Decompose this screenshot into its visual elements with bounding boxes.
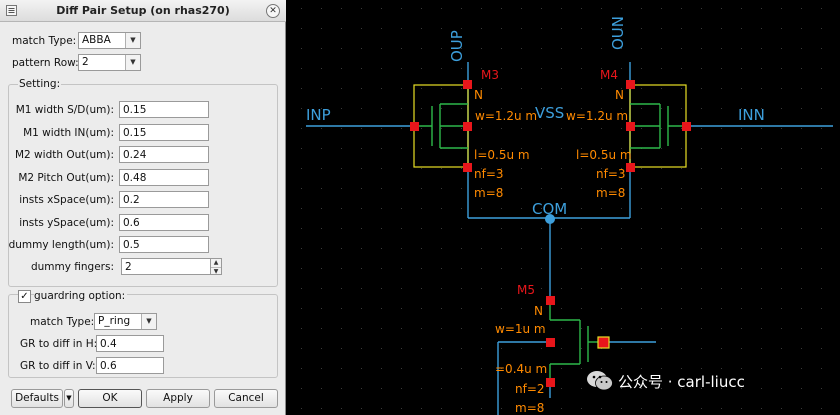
gr-v-label: GR to diff in V: — [20, 360, 96, 372]
grid — [301, 8, 822, 409]
gr-match-type-select[interactable]: P_ring ▼ — [94, 313, 157, 330]
canvas-background — [287, 0, 840, 415]
m4-name: M4 — [600, 68, 618, 82]
m1-width-in-input[interactable] — [119, 124, 209, 141]
m1-width-sd-label: M1 width S/D(um): — [15, 104, 114, 116]
schematic-canvas[interactable]: INP INN VSS COM OUP OUN M3 N w=1.2u m l=… — [287, 0, 840, 415]
pattern-row-label: pattern Row: — [12, 57, 79, 69]
insts-yspace-input[interactable] — [119, 214, 209, 231]
window-title: Diff Pair Setup (on rhas270) — [56, 4, 230, 17]
insts-xspace-label: insts xSpace(um): — [19, 194, 114, 206]
pattern-row-value: 2 — [82, 56, 89, 68]
m5-width: w=1u m — [495, 322, 546, 336]
m5-transistor-symbol — [549, 300, 604, 382]
m4-type: N — [615, 88, 624, 102]
spin-up-icon[interactable]: ▲ — [213, 259, 219, 266]
match-type-value: ABBA — [82, 34, 111, 46]
m4-source-pin — [626, 163, 635, 172]
gr-v-input[interactable] — [96, 357, 164, 374]
guardring-checkbox[interactable]: ✓ — [18, 290, 31, 303]
m4-drain-pin — [626, 80, 635, 89]
gr-h-input[interactable] — [96, 335, 164, 352]
gr-match-type-value: P_ring — [98, 315, 131, 327]
net-label-oup: OUP — [448, 30, 466, 62]
m2-pitch-out-input[interactable] — [119, 169, 209, 186]
m4-body-pin — [626, 122, 635, 131]
pins[interactable] — [410, 80, 691, 387]
m5-drain-pin — [546, 296, 555, 305]
m5-length: =0.4u m — [495, 362, 547, 376]
net-label-com: COM — [532, 200, 567, 218]
chevron-down-icon[interactable]: ▼ — [125, 55, 140, 70]
spin-down-icon[interactable]: ▼ — [211, 267, 221, 275]
m5-type: N — [534, 304, 543, 318]
dummy-length-input[interactable] — [119, 236, 209, 253]
match-type-label: match Type: — [12, 35, 77, 47]
dummy-fingers-spinner[interactable]: ▲ ▼ — [211, 258, 222, 275]
defaults-button[interactable]: Defaults — [11, 389, 63, 408]
m3-type: N — [474, 88, 483, 102]
m5-gate-pin[interactable] — [597, 336, 610, 349]
setting-group-title: Setting: — [18, 78, 62, 90]
com-junction-dot — [545, 214, 555, 224]
window-menu-icon[interactable] — [5, 4, 18, 17]
chevron-down-icon[interactable]: ▼ — [125, 33, 140, 48]
m4-width: w=1.2u m — [566, 109, 628, 123]
gr-match-type-label: match Type: — [30, 316, 95, 328]
watermark: 公众号 · carl-liucc — [586, 369, 745, 393]
m5-body-pin — [546, 338, 555, 347]
cancel-button[interactable]: Cancel — [214, 389, 278, 408]
apply-button[interactable]: Apply — [146, 389, 210, 408]
m4-multiplier: m=8 — [596, 186, 625, 200]
setting-group — [8, 84, 278, 287]
m2-width-out-label: M2 width Out(um): — [14, 149, 114, 161]
ok-button[interactable]: OK — [78, 389, 142, 408]
net-label-inp: INP — [306, 106, 331, 124]
m3-multiplier: m=8 — [474, 186, 503, 200]
m3-fingers: nf=3 — [474, 167, 504, 181]
m2-pitch-out-label: M2 Pitch Out(um): — [18, 172, 114, 184]
defaults-menu-arrow[interactable]: ▼ — [64, 389, 74, 408]
m5-fingers: nf=2 — [515, 382, 545, 396]
match-type-select[interactable]: ABBA ▼ — [78, 32, 141, 49]
gr-h-label: GR to diff in H: — [20, 338, 98, 350]
close-icon[interactable]: ✕ — [266, 4, 280, 18]
dummy-fingers-input[interactable] — [121, 258, 211, 275]
m4-gate-pin — [682, 122, 691, 131]
m5-name: M5 — [517, 283, 535, 297]
m3-name: M3 — [481, 68, 499, 82]
guardring-group — [8, 294, 278, 378]
m1-width-sd-input[interactable] — [119, 101, 209, 118]
m3-width: w=1.2u m — [475, 109, 537, 123]
m2-width-out-input[interactable] — [119, 146, 209, 163]
net-label-vss: VSS — [535, 104, 564, 122]
m1-width-in-label: M1 width IN(um): — [23, 127, 114, 139]
chevron-down-icon[interactable]: ▼ — [141, 314, 156, 329]
insts-xspace-input[interactable] — [119, 191, 209, 208]
dummy-fingers-label: dummy fingers: — [30, 261, 114, 273]
m4-fingers: nf=3 — [596, 167, 626, 181]
m3-body-pin — [463, 122, 472, 131]
m5-multiplier: m=8 — [515, 401, 544, 415]
net-label-oun: OUN — [609, 16, 627, 50]
insts-yspace-label: insts ySpace(um): — [19, 217, 114, 229]
title-bar[interactable]: Diff Pair Setup (on rhas270) ✕ — [0, 0, 286, 22]
m5-source-pin — [546, 378, 555, 387]
diff-pair-setup-dialog: Diff Pair Setup (on rhas270) ✕ match Typ… — [0, 0, 286, 415]
pattern-row-select[interactable]: 2 ▼ — [78, 54, 141, 71]
m4-length: l=0.5u m — [576, 148, 632, 162]
net-label-inn: INN — [738, 106, 765, 124]
guardring-label: guardring option: — [34, 290, 128, 302]
m3-drain-pin — [463, 80, 472, 89]
m3-source-pin — [463, 163, 472, 172]
dummy-length-label: dummy length(um): — [8, 239, 114, 251]
m3-gate-pin — [410, 122, 419, 131]
m3-length: l=0.5u m — [474, 148, 530, 162]
watermark-text: 公众号 · carl-liucc — [618, 373, 745, 391]
wechat-icon — [587, 371, 613, 391]
